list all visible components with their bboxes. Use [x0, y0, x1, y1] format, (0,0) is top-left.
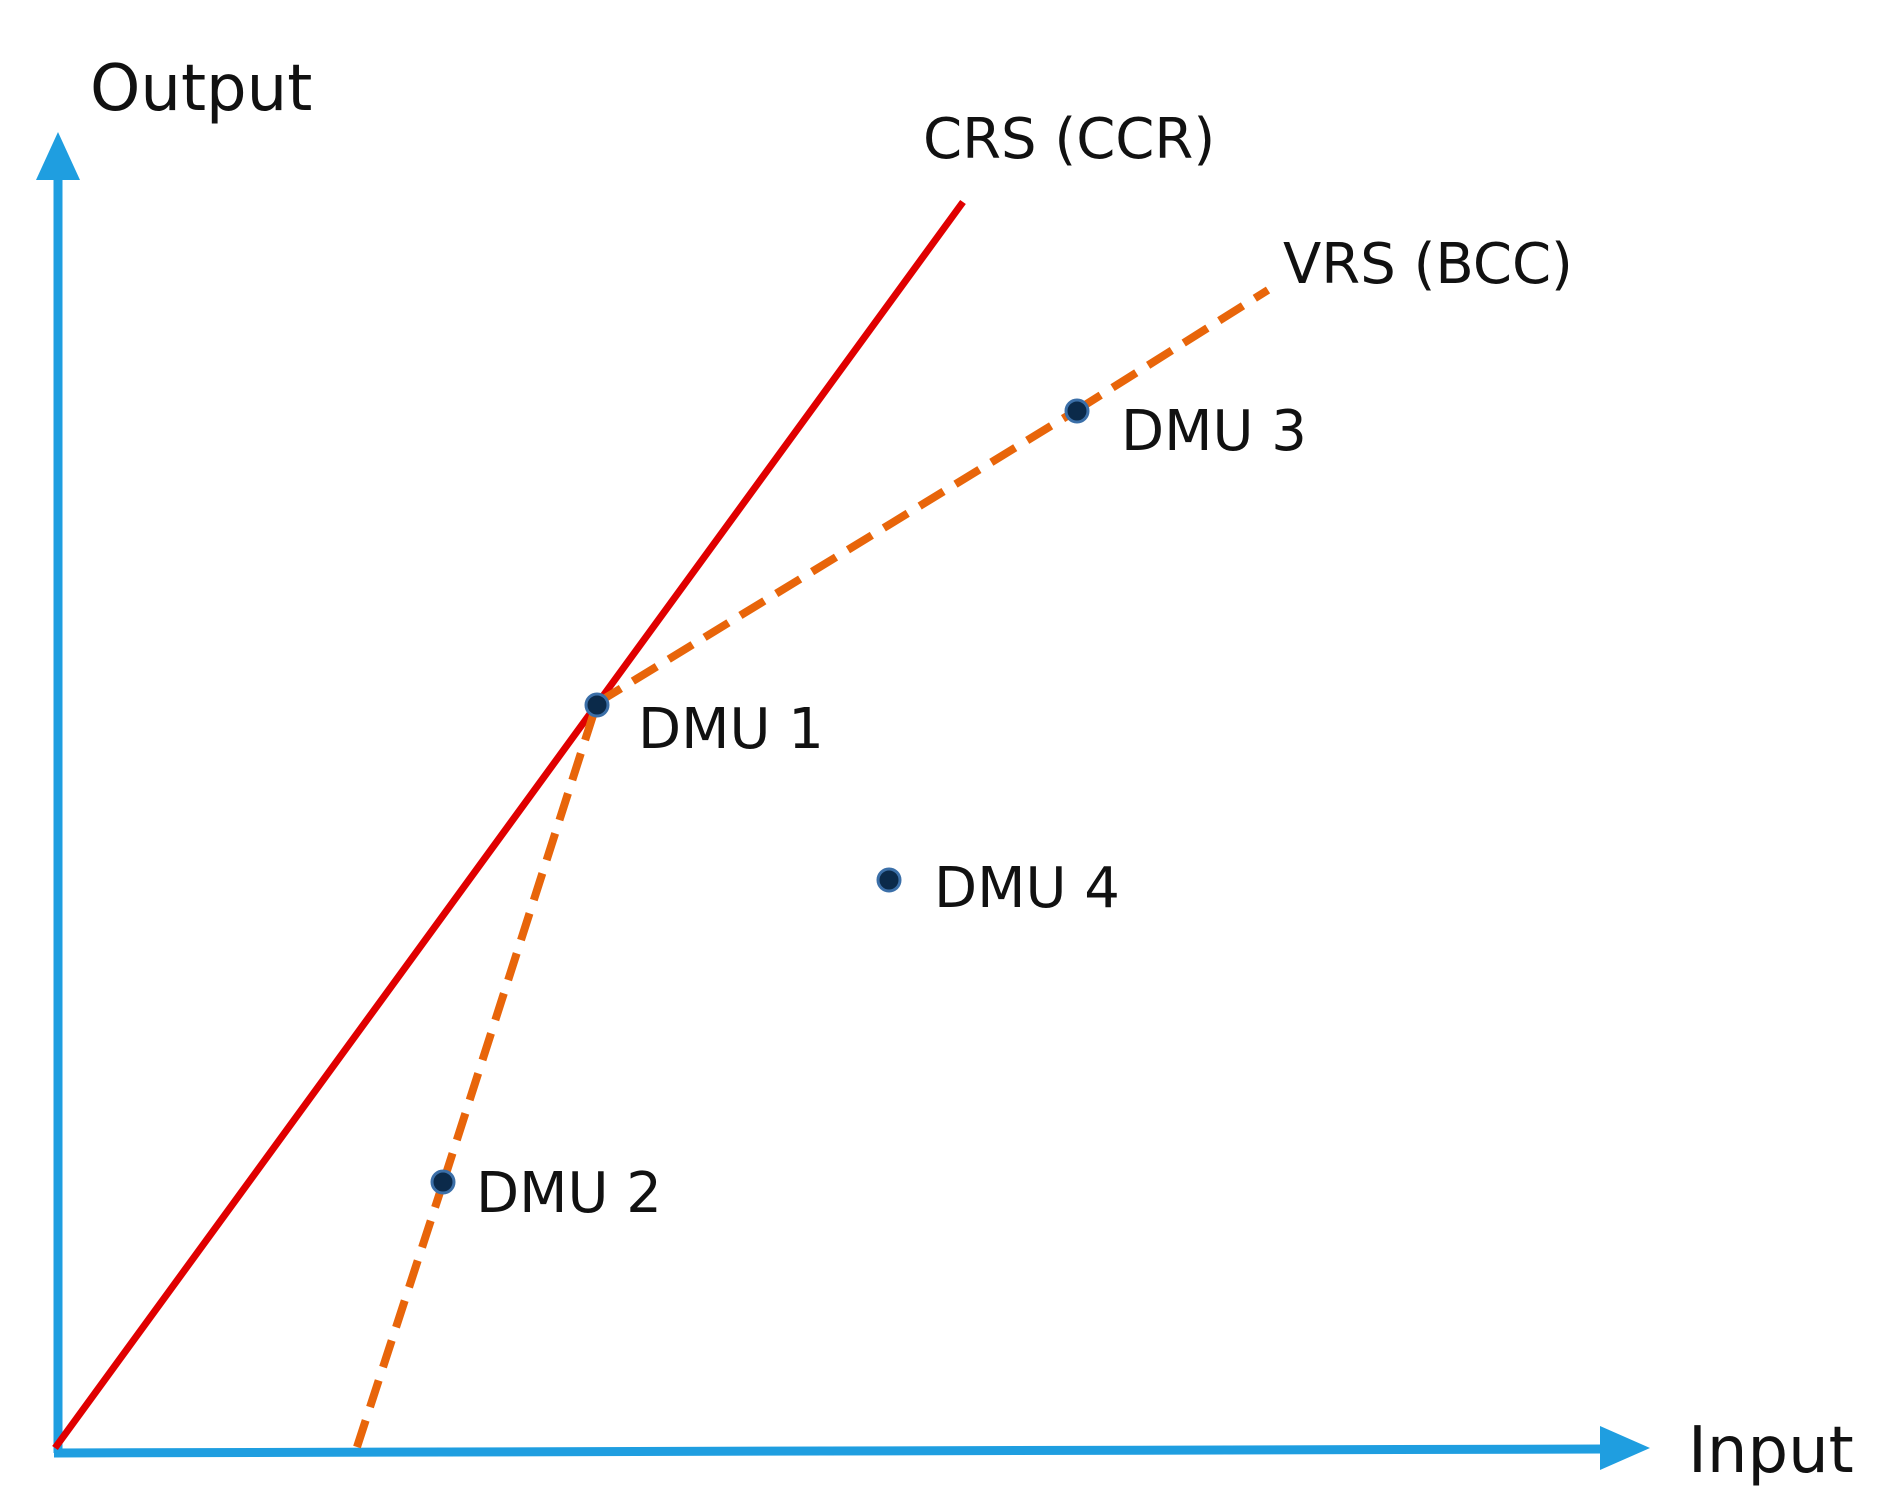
- dmu-2-label: DMU 2: [476, 1161, 662, 1226]
- dmu-2-point: [430, 1169, 456, 1195]
- y-axis-label: Output: [90, 52, 312, 126]
- y-axis-arrowhead: [36, 132, 80, 180]
- dmu-4-label: DMU 4: [934, 856, 1120, 921]
- vrs-frontier-segment-lower: [353, 1178, 448, 1449]
- axes: Output Input: [36, 52, 1854, 1488]
- vrs-frontier-segment-middle: [440, 701, 601, 1182]
- crs-frontier-label: CRS (CCR): [923, 107, 1215, 172]
- dmu-1-label: DMU 1: [638, 697, 824, 762]
- vrs-frontier-segment-extension: [1074, 286, 1271, 414]
- x-axis-arrowhead: [1600, 1426, 1650, 1470]
- crs-frontier: CRS (CCR): [52, 107, 1215, 1451]
- vrs-frontier-segment-upper: [594, 406, 1080, 707]
- vrs-frontier: VRS (BCC): [353, 232, 1573, 1449]
- dmu-points: DMU 1 DMU 2 DMU 3 DMU 4: [430, 398, 1307, 1226]
- x-axis: [53, 1444, 1606, 1458]
- vrs-frontier-label: VRS (BCC): [1283, 232, 1573, 297]
- dmu-3-label: DMU 3: [1121, 399, 1307, 464]
- x-axis-label: Input: [1688, 1414, 1854, 1488]
- dmu-4-point: [876, 867, 902, 893]
- dmu-1-point: [584, 692, 610, 718]
- dmu-3-point: [1064, 398, 1090, 424]
- crs-frontier-line: [52, 199, 966, 1451]
